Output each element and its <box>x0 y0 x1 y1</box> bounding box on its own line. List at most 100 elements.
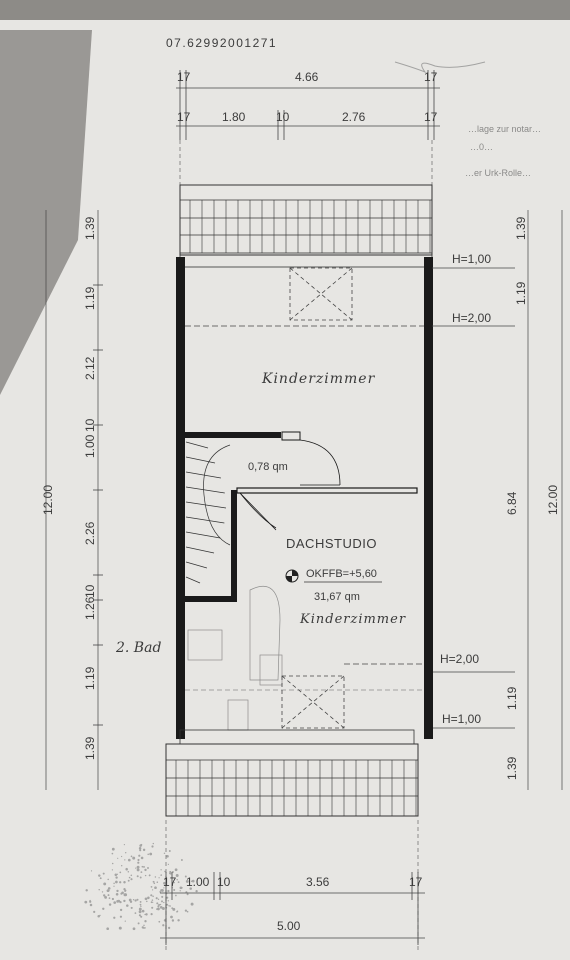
exterior-walls <box>176 257 433 739</box>
pencil-dot <box>119 881 122 884</box>
pencil-dot <box>139 876 142 879</box>
pencil-dot <box>191 879 195 883</box>
pencil-dot <box>144 920 147 923</box>
pencil-dot <box>160 869 162 871</box>
pencil-dot <box>139 849 142 852</box>
pencil-dot <box>151 899 154 901</box>
pencil-dot <box>155 897 158 900</box>
pencil-dot <box>136 875 139 878</box>
pencil-dot <box>165 906 168 909</box>
pencil-dot <box>162 924 165 927</box>
pencil-dot <box>171 919 175 922</box>
pencil-dot <box>156 902 159 905</box>
scribble <box>394 61 486 74</box>
pencil-dot <box>165 892 168 895</box>
pencil-dot <box>136 898 139 901</box>
paper-sheet <box>0 20 570 960</box>
pencil-dot <box>115 893 119 896</box>
pencil-dot <box>144 897 148 901</box>
top-total-dim: 4.66 <box>295 70 319 84</box>
pencil-dot <box>171 886 174 889</box>
pencil-dot <box>163 852 166 855</box>
pencil-dot <box>184 875 187 878</box>
top-left-wall-dim-2: 17 <box>177 110 191 124</box>
pencil-dot <box>177 881 180 883</box>
pencil-dot <box>167 889 170 893</box>
pencil-dot <box>141 865 144 868</box>
top-left-wall-dim: 17 <box>177 70 191 84</box>
lower-skylight <box>281 663 424 729</box>
pencil-dot <box>140 871 143 874</box>
pencil-dot <box>185 879 189 883</box>
bottom-seg-a-dim: 1.00 <box>186 875 210 889</box>
pencil-dot <box>130 855 133 858</box>
pencil-dot <box>150 894 153 897</box>
handwritten-2-bad: 2. Bad <box>115 640 161 656</box>
pencil-dot <box>176 878 178 881</box>
bottom-right-wall-dim: 17 <box>409 875 423 889</box>
left-dim-label: 10 <box>83 584 97 598</box>
pencil-dot <box>111 847 115 851</box>
stair-tread <box>185 561 208 569</box>
pencil-dot <box>137 858 140 862</box>
pencil-dot <box>151 845 154 848</box>
pencil-dot <box>179 890 181 892</box>
room-level: OKFFB=+5,60 <box>306 568 377 580</box>
pencil-dot <box>111 897 114 901</box>
top-seg-a-dim: 1.80 <box>222 110 246 124</box>
pencil-dot <box>126 904 129 907</box>
spiral-stair <box>185 441 231 584</box>
pencil-dot <box>139 844 142 847</box>
notary-stamp: …lage zur notar… …0… …er Urk-Rolle… <box>465 124 541 178</box>
pencil-dot <box>148 874 151 877</box>
pencil-dot <box>158 903 161 906</box>
pencil-dot <box>138 910 142 914</box>
pencil-dot <box>144 913 146 916</box>
pencil-dot <box>156 908 158 910</box>
pencil-dot <box>173 888 176 892</box>
pencil-dot <box>116 900 119 903</box>
pencil-dot <box>119 915 123 918</box>
room-name-dachstudio: DACHSTUDIO <box>286 536 377 551</box>
pencil-dot <box>113 901 117 904</box>
pencil-dot <box>139 903 142 906</box>
pencil-dot <box>153 882 156 885</box>
bathroom-fixtures <box>185 585 424 731</box>
pencil-dot <box>171 871 174 873</box>
pencil-dot <box>164 870 166 873</box>
height-label-bottom-1: H=2,00 <box>440 652 479 666</box>
pencil-dot <box>139 900 142 903</box>
pencil-dot <box>143 865 145 868</box>
pencil-dot <box>150 901 153 904</box>
left-dimensions <box>45 210 99 790</box>
pencil-dot <box>102 894 106 897</box>
pencil-dot <box>186 893 189 896</box>
pencil-dot <box>163 881 166 885</box>
pencil-dot <box>138 914 141 917</box>
pencil-dot <box>130 874 133 877</box>
top-right-wall-dim-2: 17 <box>424 110 438 124</box>
lower-balcony <box>165 729 419 817</box>
left-dim-label: 1.19 <box>83 286 97 310</box>
bottom-seg-c-dim: 3.56 <box>306 875 330 889</box>
pencil-dot <box>152 880 155 883</box>
pencil-dot <box>132 927 136 931</box>
pencil-dot <box>113 882 115 885</box>
pencil-dot <box>190 880 193 883</box>
pencil-dot <box>150 886 153 888</box>
pencil-dot <box>140 905 142 908</box>
pencil-dot <box>111 862 114 865</box>
pencil-dot <box>98 888 100 891</box>
handwritten-kinderzimmer-upper: Kinderzimmer <box>261 371 376 387</box>
pencil-dot <box>115 876 118 879</box>
pencil-dot <box>93 910 96 914</box>
pencil-dot <box>84 900 88 904</box>
pencil-dot <box>130 878 133 881</box>
stair-tread <box>185 486 225 494</box>
pencil-dot <box>128 876 131 879</box>
bottom-total-dim: 5.00 <box>277 919 301 933</box>
pencil-dot <box>167 900 169 902</box>
pencil-dot <box>144 927 146 929</box>
height-label-top-2: H=2,00 <box>452 311 491 325</box>
